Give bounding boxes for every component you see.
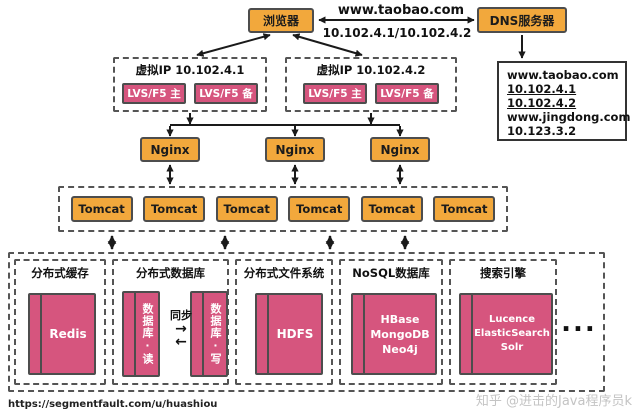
vip-title: 虚拟IP 10.102.4.1 bbox=[135, 63, 245, 77]
nosql-line: Neo4j bbox=[382, 342, 418, 356]
dns-record-row: www.taobao.com bbox=[507, 68, 619, 82]
dns-server-node: DNS服务器 bbox=[477, 7, 567, 33]
tomcat-node: Tomcat bbox=[360, 196, 423, 222]
sync-left-arrow-icon: ← bbox=[175, 334, 187, 350]
dns-record-row: 10.102.4.2 bbox=[507, 96, 577, 110]
lvs-master-node: LVS/F5 主 bbox=[122, 83, 186, 104]
vip-group-2: 虚拟IP 10.102.4.2 LVS/F5 主 LVS/F5 备 bbox=[285, 57, 457, 112]
resolved-ips-label: 10.102.4.1/10.102.4.2 bbox=[322, 26, 472, 40]
tomcat-cluster-panel: Tomcat Tomcat Tomcat Tomcat Tomcat Tomca… bbox=[58, 186, 508, 232]
sync-label: 同步 bbox=[170, 309, 192, 322]
db-write-card: 数据库·写 bbox=[202, 291, 228, 377]
domain-label: www.taobao.com bbox=[337, 3, 465, 18]
tomcat-node: Tomcat bbox=[433, 196, 496, 222]
storage-layer-panel bbox=[8, 252, 605, 392]
nosql-panel: NoSQL数据库 HBase MongoDB Neo4j bbox=[339, 259, 443, 385]
source-link: https://segmentfault.com/u/huashiou bbox=[8, 399, 218, 410]
db-read-card: 数据库·读 bbox=[134, 291, 160, 377]
panel-title: NoSQL数据库 bbox=[352, 266, 430, 280]
sync-indicator: 同步 → ← bbox=[162, 309, 200, 349]
db-write-label: 数据库·写 bbox=[209, 303, 222, 365]
arrow-browser-vip-left bbox=[196, 33, 271, 57]
search-line: ElasticSearch bbox=[474, 328, 550, 339]
nginx-node: Nginx bbox=[370, 137, 430, 162]
lvs-backup-node: LVS/F5 备 bbox=[194, 83, 258, 104]
panel-title: 搜索引擎 bbox=[480, 266, 526, 280]
dns-records-panel: www.taobao.com 10.102.4.1 10.102.4.2 www… bbox=[497, 61, 631, 141]
search-card: Lucence ElasticSearch Solr bbox=[471, 293, 553, 375]
database-panel: 分布式数据库 数据库·读 同步 → ← 数据库·写 bbox=[112, 259, 229, 385]
redis-card: Redis bbox=[40, 293, 96, 375]
vip-group-1: 虚拟IP 10.102.4.1 LVS/F5 主 LVS/F5 备 bbox=[113, 57, 267, 112]
panel-title: 分布式缓存 bbox=[31, 266, 89, 280]
lvs-master-node: LVS/F5 主 bbox=[303, 83, 367, 104]
browser-node: 浏览器 bbox=[248, 8, 314, 33]
dns-record-row: 10.123.3.2 bbox=[507, 124, 577, 138]
nosql-line: HBase bbox=[380, 312, 420, 326]
search-panel: 搜索引擎 Lucence ElasticSearch Solr bbox=[449, 259, 557, 385]
nginx-node: Nginx bbox=[265, 137, 325, 162]
db-read-label: 数据库·读 bbox=[141, 303, 154, 365]
tomcat-node: Tomcat bbox=[143, 196, 206, 222]
more-ellipsis: ... bbox=[561, 308, 597, 338]
search-line: Lucence bbox=[488, 314, 536, 325]
panel-title: 分布式文件系统 bbox=[243, 266, 325, 280]
vip-title: 虚拟IP 10.102.4.2 bbox=[316, 63, 426, 77]
hdfs-card: HDFS bbox=[267, 293, 323, 375]
filesystem-panel: 分布式文件系统 HDFS bbox=[235, 259, 333, 385]
dns-record-row: www.jingdong.com bbox=[507, 110, 631, 124]
tomcat-node: Tomcat bbox=[70, 196, 133, 222]
nosql-line: MongoDB bbox=[370, 327, 430, 341]
watermark: 知乎 @进击的Java程序员k bbox=[475, 394, 632, 409]
panel-title: 分布式数据库 bbox=[136, 266, 205, 280]
dns-record-row: 10.102.4.1 bbox=[507, 82, 577, 96]
cache-panel: 分布式缓存 Redis bbox=[14, 259, 106, 385]
lvs-backup-node: LVS/F5 备 bbox=[375, 83, 439, 104]
sync-right-arrow-icon: → bbox=[175, 321, 187, 337]
tomcat-node: Tomcat bbox=[288, 196, 351, 222]
nginx-node: Nginx bbox=[140, 137, 200, 162]
nosql-card: HBase MongoDB Neo4j bbox=[363, 293, 437, 375]
tomcat-node: Tomcat bbox=[215, 196, 278, 222]
search-line: Solr bbox=[500, 342, 524, 353]
